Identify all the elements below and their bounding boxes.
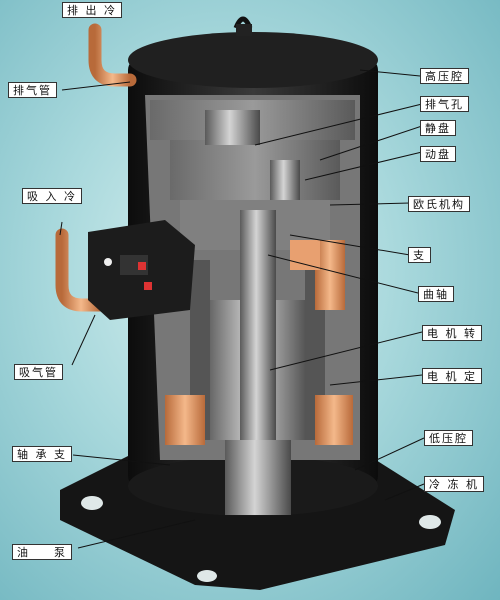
terminal-box xyxy=(88,220,195,320)
label-oldham-mechanism: 欧氏机构 xyxy=(408,196,470,212)
discharge-pipe-shape xyxy=(88,23,137,87)
label-static-scroll: 静盘 xyxy=(420,120,456,136)
interior-cutaway xyxy=(145,95,360,515)
leader-lines xyxy=(59,69,425,549)
label-moving-scroll: 动盘 xyxy=(420,146,456,162)
label-refrigerant-motor: 冷 冻 机 xyxy=(424,476,484,492)
copper-windings xyxy=(165,240,353,445)
label-support: 支 xyxy=(408,247,431,263)
suction-pipe-shape xyxy=(55,228,107,312)
label-motor-stator: 电 机 定 xyxy=(422,368,482,384)
label-high-pressure-chamber: 高压腔 xyxy=(420,68,469,84)
label-discharge-hole: 排气孔 xyxy=(420,96,469,112)
label-motor-rotor: 电 机 转 xyxy=(422,325,482,341)
label-discharge-pipe: 排气管 xyxy=(8,82,57,98)
label-discharge-port: 排 出 冷 xyxy=(62,2,122,18)
label-bearing-support: 轴 承 支 xyxy=(12,446,72,462)
label-low-pressure-chamber: 低压腔 xyxy=(424,430,473,446)
label-oil-pump: 油 泵 xyxy=(12,544,72,560)
label-crankshaft: 曲轴 xyxy=(418,286,454,302)
label-suction-port: 吸 入 冷 xyxy=(22,188,82,204)
label-suction-pipe: 吸气管 xyxy=(14,364,63,380)
